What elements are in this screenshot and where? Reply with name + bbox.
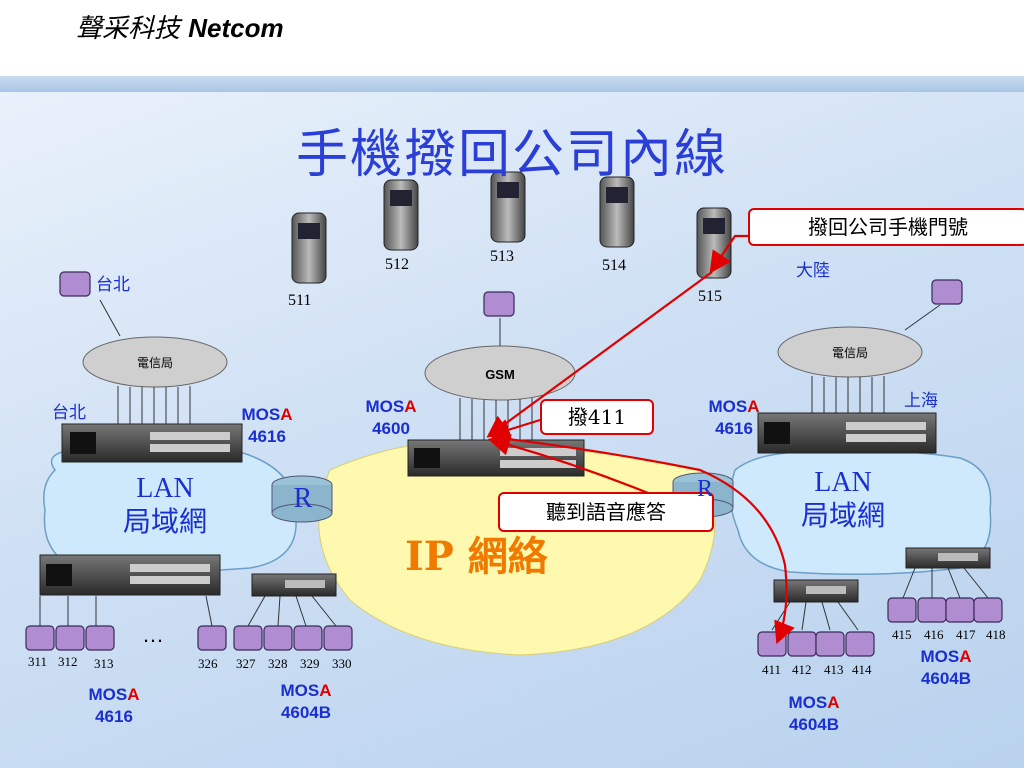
device-4604b-right-top	[905, 547, 991, 569]
callout-voice-response: 聽到語音應答	[498, 492, 714, 532]
ext-312: 312	[58, 654, 78, 669]
callout-dial-back: 撥回公司手機門號	[748, 208, 1024, 246]
ext-415: 415	[892, 627, 912, 642]
ext-330: 330	[332, 656, 352, 671]
page-title: 手機撥回公司內線	[295, 125, 728, 185]
brand-title: 聲采科技 Netcom	[76, 8, 284, 45]
router-left	[271, 475, 333, 523]
ext-329: 329	[300, 656, 320, 671]
ext-412: 412	[792, 662, 812, 677]
device-4616-right	[757, 412, 937, 454]
telecom-ellipse-left	[82, 336, 228, 388]
phone-label-511: 511	[288, 292, 312, 309]
ext-416: 416	[924, 627, 944, 642]
phone-label-514: 514	[602, 257, 626, 274]
ip-network-label: IP 網絡	[405, 533, 548, 580]
telecom-label-right: 電信局	[831, 346, 868, 360]
region-mainland: 大陸	[796, 261, 830, 281]
trunk-lines	[39, 299, 989, 631]
ext-413: 413	[824, 662, 844, 677]
device-4616-bottom	[39, 554, 221, 596]
mobile-phone-513-icon	[490, 171, 526, 243]
telecom-ellipse-right	[777, 326, 923, 378]
mobile-phone-512-icon	[383, 179, 419, 251]
device-4604b-right-bottom	[773, 579, 859, 603]
device-4616-left	[61, 423, 243, 463]
router-label-left: R	[293, 483, 313, 514]
ext-418: 418	[986, 627, 1006, 642]
ext-326: 326	[198, 656, 218, 671]
callout-dial-ext: 撥411	[540, 399, 654, 435]
phone-label-513: 513	[490, 248, 514, 265]
ext-417: 417	[956, 627, 976, 642]
ellipsis-label: …	[142, 622, 164, 647]
mobile-phone-511-icon	[291, 212, 327, 284]
ext-311: 311	[28, 654, 48, 669]
phone-label-515: 515	[698, 288, 722, 305]
ext-327: 327	[236, 656, 256, 671]
ext-411: 411	[762, 662, 782, 677]
site-label-taipei: 台北	[52, 403, 86, 423]
header: 聲采科技 Netcom	[0, 0, 1024, 76]
mobile-phone-514-icon	[599, 176, 635, 248]
telecom-label-left: 電信局	[136, 356, 173, 370]
phone-label-512: 512	[385, 256, 409, 273]
site-label-taipei-phone: 台北	[96, 275, 130, 295]
gsm-label: GSM	[485, 367, 515, 382]
router-label-right: R	[696, 476, 713, 502]
ext-328: 328	[268, 656, 288, 671]
site-label-shanghai: 上海	[904, 391, 938, 411]
header-divider	[0, 76, 1024, 92]
brand-en: Netcom	[188, 13, 284, 43]
ext-414: 414	[852, 662, 872, 677]
brand-zh: 聲采科技	[76, 14, 181, 44]
ext-313: 313	[94, 656, 114, 671]
device-4604b-mid	[251, 573, 337, 597]
